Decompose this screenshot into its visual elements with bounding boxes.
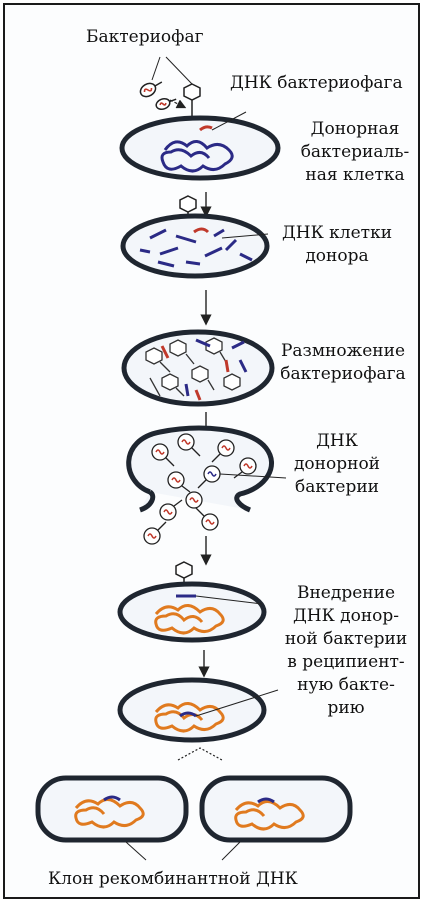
clone-cell-left <box>38 778 186 840</box>
attached-phage-icon <box>184 84 200 118</box>
dashed-arrow <box>170 100 182 106</box>
stage-7-clones <box>38 778 350 860</box>
label-pointer <box>152 57 160 80</box>
division-arrows <box>178 748 222 760</box>
label-insertion: Внедрение ДНК донор- ной бактерии в реци… <box>276 582 416 720</box>
stage-1-infection <box>122 84 278 212</box>
label-pointer <box>222 842 240 860</box>
label-pointer <box>166 57 192 84</box>
label-donor-bacterium-dna: ДНК донорной бактерии <box>282 430 392 499</box>
stage-6-recombination <box>120 680 278 760</box>
label-phage-dna: ДНК бактериофага <box>230 72 403 95</box>
label-phage-replication: Размножение бактериофага <box>272 340 414 386</box>
label-donor-cell-dna: ДНК клетки донора <box>272 222 402 268</box>
label-donor-cell: Донорная бактериаль- ная клетка <box>290 118 420 187</box>
donor-cell <box>123 216 267 276</box>
free-phage-group <box>138 57 192 111</box>
stage-3-replication <box>124 332 272 432</box>
stage-4-lysis <box>129 428 286 560</box>
label-clone: Клон рекомбинантной ДНК <box>48 868 298 891</box>
stage-2-fragmentation <box>123 196 268 320</box>
recipient-cell <box>120 680 264 740</box>
label-bacteriophage: Бактериофаг <box>86 26 204 49</box>
label-pointer <box>126 842 146 860</box>
phage-icon <box>138 77 165 99</box>
stage-5-recipient-infection <box>120 562 264 672</box>
clone-cell-right <box>202 778 350 840</box>
